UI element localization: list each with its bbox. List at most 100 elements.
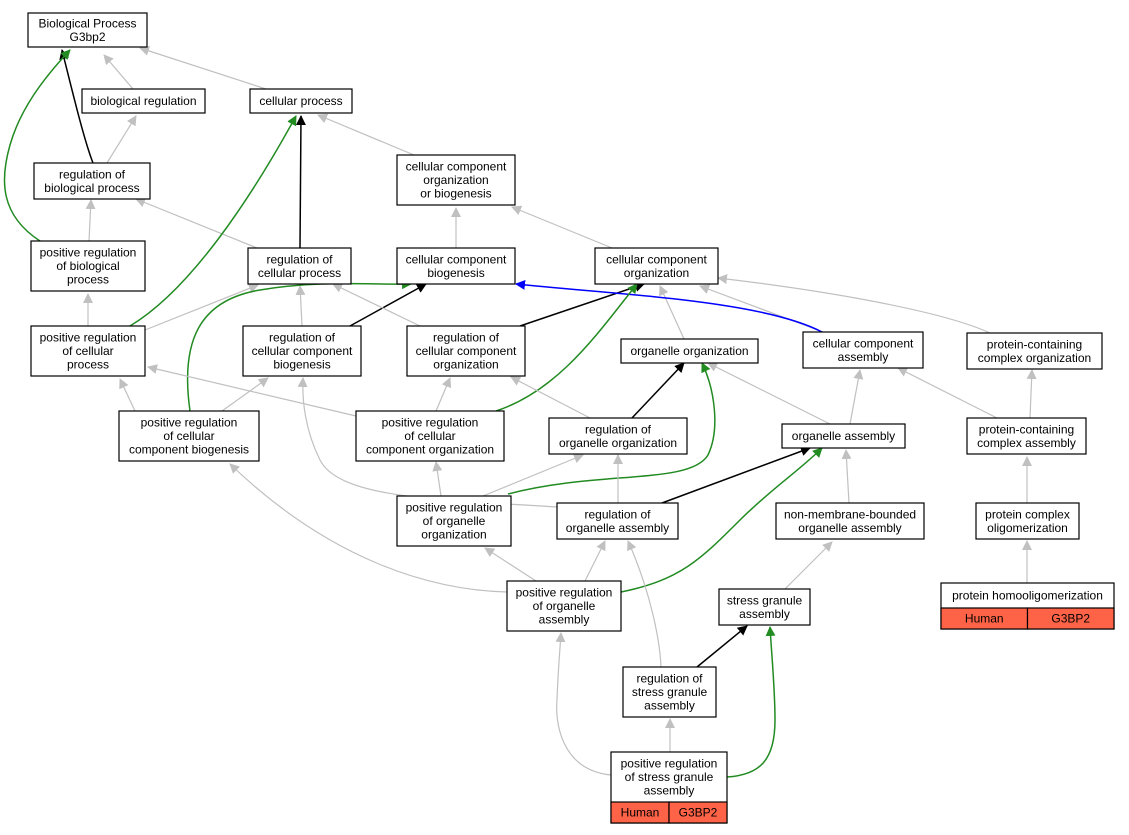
node-label-line: organization <box>624 266 689 280</box>
node-label-line: protein homooligomerization <box>952 589 1103 603</box>
edge-positive-regulation-of-organelle-organization-to-regulation-of-organelle-organization <box>482 453 584 497</box>
node-label-line: assembly <box>644 699 695 713</box>
gene-label: G3BP2 <box>679 806 718 820</box>
edge-positive-regulation-of-cellular-component-biogenesis-to-regulation-of-cellular-component-biogenesis <box>221 377 269 412</box>
edge-regulation-of-organelle-organization-to-organelle-organization <box>631 362 685 419</box>
node-box <box>247 247 352 285</box>
species-label: Human <box>621 806 660 820</box>
node-label-line: of cellular <box>163 429 214 443</box>
node-organelle-assembly[interactable]: organelle assembly <box>781 423 906 449</box>
node-label-line: biogenesis <box>273 358 330 372</box>
edge-regulation-of-biological-process-to-biological-regulation <box>106 115 137 164</box>
edge-positive-regulation-of-cellular-component-biogenesis-to-cellular-component-biogenesis <box>186 279 412 412</box>
node-label-line: organization <box>423 173 488 187</box>
node-label-line: cellular component <box>606 252 707 266</box>
edge-non-membrane-bounded-organelle-assembly-to-organelle-assembly <box>841 449 852 504</box>
node-box <box>30 325 146 377</box>
node-label-line: complex assembly <box>977 436 1076 450</box>
node-label-line: positive regulation <box>516 586 613 600</box>
edge-positive-regulation-of-organelle-assembly-to-regulation-of-organelle-assembly <box>584 540 606 582</box>
edge-positive-regulation-of-biological-process-to-bp <box>3 49 71 242</box>
edge-cellular-component-assembly-to-cellular-component-biogenesis <box>515 279 823 333</box>
edge-positive-regulation-of-organelle-assembly-to-positive-regulation-of-organelle-organization <box>484 547 537 582</box>
node-biological-regulation[interactable]: biological regulation <box>81 88 206 114</box>
edge-organelle-assembly-to-organelle-organization <box>707 362 831 425</box>
node-box <box>556 502 679 540</box>
gene-label: G3BP2 <box>1051 612 1090 626</box>
node-box <box>81 88 206 114</box>
node-label-line: complex organization <box>978 351 1091 365</box>
node-label-line: non-membrane-bounded <box>784 507 916 521</box>
edge-positive-regulation-of-cellular-component-biogenesis-to-positive-regulation-of-cellular-process <box>119 378 136 412</box>
edge-organelle-assembly-to-cellular-component-assembly <box>849 369 864 425</box>
node-label-line: organelle organization <box>559 436 677 450</box>
node-label-line: of cellular <box>62 344 113 358</box>
edge-cellular-component-organization-or-biogenesis-to-cellular-process <box>317 113 415 156</box>
node-label-line: of organelle <box>533 599 596 613</box>
node-label-line: organelle assembly <box>792 429 895 443</box>
node-label-line: positive regulation <box>40 331 137 345</box>
edge-regulation-of-biological-process-to-bp <box>59 49 94 164</box>
node-label-line: component organization <box>366 443 494 457</box>
edge-positive-regulation-of-cellular-process-to-regulation-of-cellular-process <box>144 283 259 331</box>
node-label-line: of stress granule <box>625 770 714 784</box>
node-label-line: regulation of <box>269 331 336 345</box>
node-box <box>975 502 1080 540</box>
edge-regulation-of-cellular-component-biogenesis-to-regulation-of-cellular-process <box>295 285 306 327</box>
node-label-line: protein-containing <box>987 337 1082 351</box>
edge-regulation-of-cellular-component-biogenesis-to-cellular-component-biogenesis <box>349 283 427 327</box>
node-cellular-process[interactable]: cellular process <box>249 88 353 114</box>
edge-positive-regulation-of-organelle-organization-to-organelle-organization <box>507 362 716 495</box>
edge-regulation-of-stress-granule-assembly-to-regulation-of-organelle-assembly <box>627 540 662 668</box>
node-box <box>718 588 811 626</box>
edge-regulation-of-cellular-process-to-cellular-process <box>295 115 306 249</box>
node-label-line: organelle assembly <box>566 521 669 535</box>
node-organelle-organization[interactable]: organelle organization <box>620 338 759 364</box>
species-label: Human <box>965 612 1004 626</box>
node-label-line: biological process <box>44 181 139 195</box>
node-label-line: of organelle <box>423 514 486 528</box>
node-box <box>242 325 362 377</box>
node-label-line: organization <box>421 528 486 542</box>
edge-positive-regulation-of-cellular-component-organization-to-cellular-component-organization <box>495 283 638 412</box>
node-label-line: assembly <box>539 613 590 627</box>
edge-positive-regulation-of-organelle-assembly-to-organelle-assembly <box>620 447 823 593</box>
node-label-line: stress granule <box>632 685 708 699</box>
edge-regulation-of-cellular-component-organization-to-cellular-component-organization <box>519 282 645 327</box>
edge-regulation-of-cellular-process-to-regulation-of-biological-process <box>135 197 258 249</box>
node-box <box>355 410 505 462</box>
node-label-line: assembly <box>644 784 695 798</box>
edge-protein-containing-complex-assembly-to-protein-containing-complex-organization <box>1026 369 1037 419</box>
node-label-line: cellular component <box>416 344 517 358</box>
node-box <box>775 502 925 540</box>
node-box <box>30 240 146 292</box>
node-box <box>118 410 260 462</box>
